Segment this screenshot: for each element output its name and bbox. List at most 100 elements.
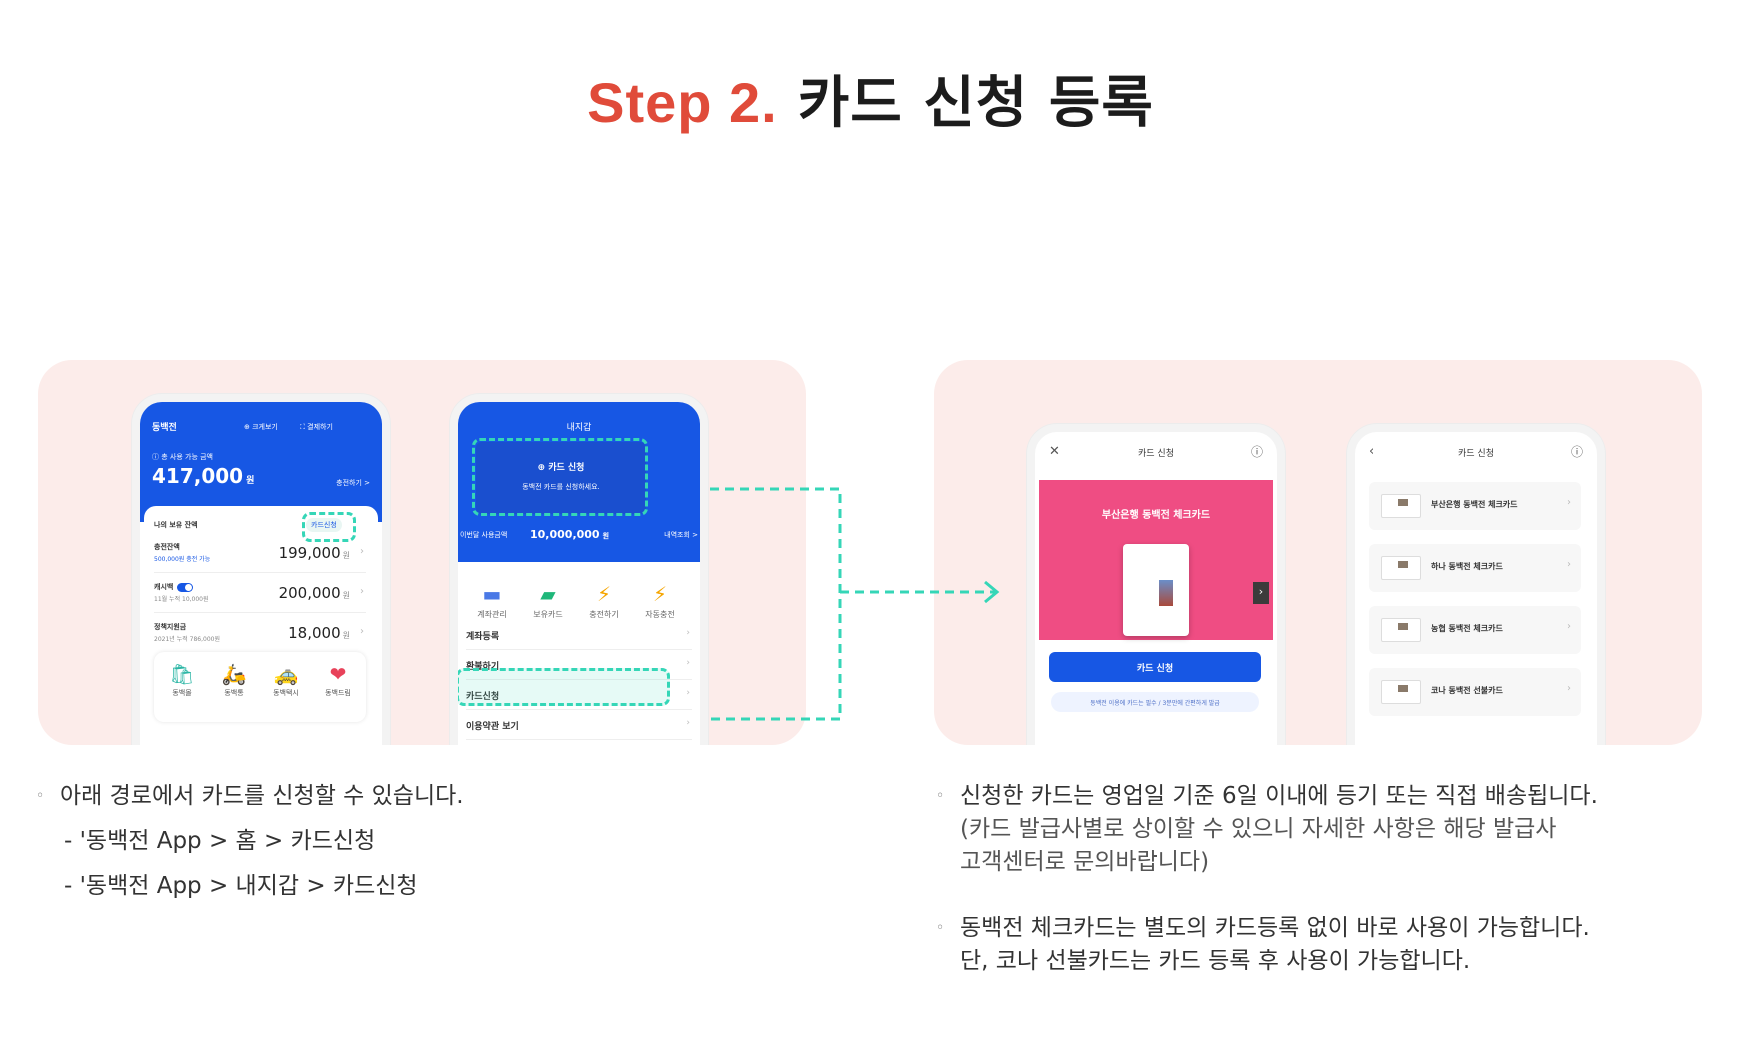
balance-label-text: 총 사용 가능 금액 [161, 453, 213, 461]
scan-icon: ⛶ [300, 423, 305, 431]
tile-cards[interactable]: ▰ 보유카드 [520, 582, 576, 620]
pay-label: 결제하기 [307, 423, 333, 431]
tile-charge[interactable]: ⚡ 충전하기 [576, 582, 632, 620]
balance-label: ⓘ 총 사용 가능 금액 [152, 453, 213, 461]
plus-circle-icon: ⊕ [537, 463, 546, 473]
charge-icon: ⚡ [596, 582, 612, 606]
tile-auto-charge[interactable]: ⚡ 자동충전 [632, 582, 688, 620]
list-item-card-apply[interactable]: 카드신청› [466, 680, 692, 710]
card-option[interactable]: 부산은행 동백전 체크카드 › [1369, 482, 1581, 530]
desc-line: 신청한 카드는 영업일 기준 6일 이내에 등기 또는 직접 배송됩니다. [960, 783, 1598, 809]
apply-title: ⊕ 카드 신청 [476, 460, 646, 473]
card-list-phone-screen: ‹ 카드 신청 ⓘ 부산은행 동백전 체크카드› 하나 동백전 체크카드› 농협… [1347, 424, 1605, 745]
desc-line: 고객센터로 문의바랍니다) [960, 849, 1210, 875]
desc-line: - '동백전 App > 내지갑 > 카드신청 [64, 873, 418, 899]
taxi-icon: 🚕 [273, 662, 299, 686]
account-icon: ▬ [482, 582, 502, 606]
row-unit: 원 [342, 551, 350, 560]
row-unit: 원 [342, 591, 350, 600]
cashback-toggle[interactable] [177, 582, 194, 592]
card-apply-highlight [302, 512, 356, 542]
history-link[interactable]: 내역조회 > [664, 531, 698, 539]
row-label: 충전잔액 [154, 543, 180, 551]
menu-item-taxi[interactable]: 🚕 동백택시 [262, 662, 310, 698]
tile-label: 충전하기 [589, 610, 619, 619]
card-thumbnail [1381, 618, 1421, 642]
back-icon[interactable]: ‹ [1369, 444, 1375, 459]
list-item-refund[interactable]: 환불하기› [466, 650, 692, 680]
monthly-amount-value: 10,000,000 [530, 528, 600, 541]
chevron-right-icon: › [360, 626, 364, 637]
card-banner: 부산은행 동백전 체크카드 › [1039, 480, 1273, 640]
list-item-terms[interactable]: 이용약관 보기 › [466, 710, 692, 740]
card-option[interactable]: 하나 동백전 체크카드 › [1369, 544, 1581, 592]
info-icon[interactable]: ⓘ [1250, 445, 1263, 459]
desc-line: (카드 발급사별로 상이할 수 있으니 자세한 사항은 해당 발급사 [960, 816, 1557, 842]
chevron-right-icon: › [686, 688, 690, 698]
zoom-button[interactable]: ⊕ 크게보기 [244, 422, 278, 432]
list-label: 계좌등록 [466, 632, 500, 642]
left-description: ◦ 아래 경로에서 카드를 신청할 수 있습니다. - '동백전 App > 홈… [36, 780, 840, 903]
pay-button[interactable]: ⛶ 결제하기 [300, 422, 333, 432]
chevron-right-icon[interactable]: › [1253, 582, 1269, 604]
shopping-bag-icon: 🛍 [169, 662, 195, 686]
charge-link[interactable]: 충전하기 > [336, 479, 370, 487]
card-option[interactable]: 농협 동백전 체크카드› [1369, 606, 1581, 654]
step-number: Step 2. [587, 71, 778, 134]
chevron-right-icon: › [1567, 621, 1571, 632]
list-label: 환불하기 [466, 662, 500, 672]
tile-label: 자동충전 [645, 610, 675, 619]
card-option-label: 하나 동백전 체크카드 [1431, 562, 1503, 571]
card-option[interactable]: 코나 동백전 선불카드 › [1369, 668, 1581, 716]
chevron-right-icon: › [1567, 683, 1571, 694]
info-icon[interactable]: ⓘ [1570, 445, 1583, 459]
menu-item-delivery[interactable]: 🛵 동백통 [210, 662, 258, 698]
wallet-apply-highlight [472, 438, 648, 516]
card-apply-topbar: ✕ 카드 신청 ⓘ [1035, 444, 1277, 466]
wallet-header: 내지갑 ⊕ 카드 신청 동백전 카드를 신청하세요. 이번달 사용금액 10,0… [458, 402, 700, 562]
wallet-phone-screen: 내지갑 ⊕ 카드 신청 동백전 카드를 신청하세요. 이번달 사용금액 10,0… [450, 394, 708, 745]
apply-sub: 동백전 카드를 신청하세요. [522, 483, 600, 491]
banner-title: 부산은행 동백전 체크카드 [1101, 510, 1211, 521]
chevron-right-icon: › [1567, 497, 1571, 508]
menu-item-mall[interactable]: 🛍 동백몰 [158, 662, 206, 698]
card-thumbnail [1381, 494, 1421, 518]
chevron-right-icon: › [686, 718, 690, 728]
card-apply-button[interactable]: 카드신청 [306, 518, 342, 532]
step-title: 카드 신청 등록 [797, 71, 1154, 136]
brand-label: 동백전 [152, 423, 177, 433]
tile-account[interactable]: ▬ 계좌관리 [464, 582, 520, 620]
scooter-icon: 🛵 [221, 662, 247, 686]
card-option-label: 코나 동백전 선불카드 [1431, 686, 1503, 695]
card-apply-banner[interactable]: ⊕ 카드 신청 동백전 카드를 신청하세요. [476, 442, 646, 514]
apply-title-text: 카드 신청 [548, 463, 585, 473]
balance-value: 417,000 [152, 464, 244, 488]
divider [154, 612, 366, 613]
row-label: 캐시백 [154, 582, 194, 592]
card-option-label: 부산은행 동백전 체크카드 [1431, 500, 1518, 509]
row-amount-value: 200,000 [278, 584, 341, 602]
list-label: 이용약관 보기 [466, 722, 519, 732]
card-apply-button[interactable]: 카드 신청 [1049, 652, 1261, 682]
menu-label: 동백몰 [172, 689, 192, 697]
chevron-right-icon: › [686, 628, 690, 638]
wallet-title: 내지갑 [566, 423, 592, 433]
chevron-right-icon: › [1567, 559, 1571, 570]
desc-line: - '동백전 App > 홈 > 카드신청 [64, 828, 376, 854]
close-icon[interactable]: ✕ [1049, 444, 1060, 459]
menu-item-dream[interactable]: ❤ 동백드림 [314, 662, 362, 698]
auto-charge-icon: ⚡ [652, 582, 668, 606]
list-item-register-account[interactable]: 계좌등록 › [466, 620, 692, 650]
right-description-2: ◦ 동백전 체크카드는 별도의 카드등록 없이 바로 사용이 가능합니다. 단,… [936, 912, 1730, 978]
row-sub: 500,000원 충전 가능 [154, 556, 211, 563]
monthly-unit: 원 [602, 532, 610, 540]
card-art [1159, 580, 1173, 606]
